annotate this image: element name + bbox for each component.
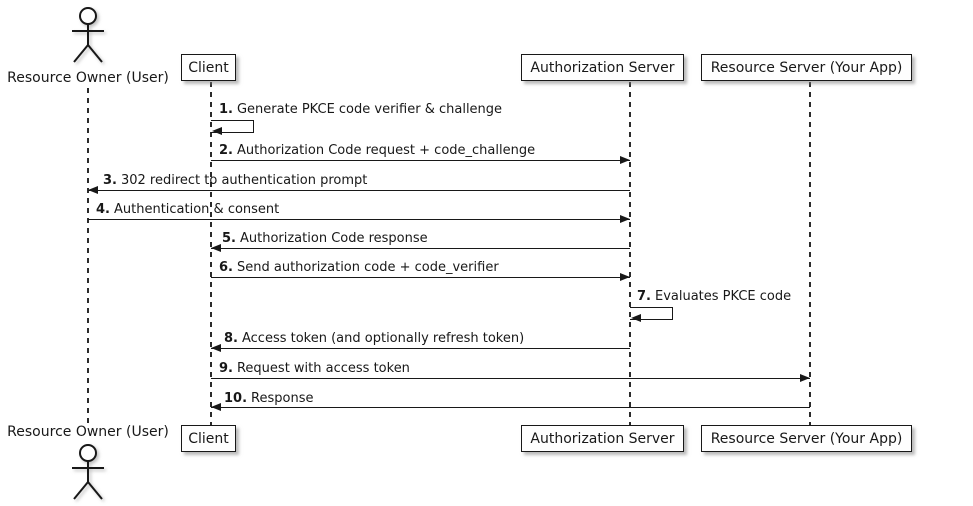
participant-box-client-top: Client	[181, 54, 236, 81]
message-9-label: 9.Request with access token	[219, 361, 410, 376]
actor-icon	[72, 7, 104, 63]
message-10-text: Response	[251, 391, 314, 406]
message-10-arrowhead	[211, 403, 221, 411]
participant-box-resource-server-bottom: Resource Server (Your App)	[701, 425, 912, 452]
message-6-label: 6.Send authorization code + code_verifie…	[219, 260, 499, 275]
message-4-arrowhead	[620, 215, 630, 223]
message-6-line	[211, 277, 630, 278]
participant-label-resource-owner-bottom: Resource Owner (User)	[7, 424, 169, 440]
message-10-label: 10.Response	[224, 391, 313, 406]
message-4-line	[88, 219, 630, 220]
message-8-number: 8.	[224, 331, 238, 346]
message-3-line	[88, 190, 630, 191]
message-9-number: 9.	[219, 361, 233, 376]
message-2-label: 2.Authorization Code request + code_chal…	[219, 143, 535, 158]
message-1-number: 1.	[219, 102, 233, 117]
participant-label-resource-owner-top: Resource Owner (User)	[7, 70, 169, 86]
lifeline-client	[210, 82, 212, 425]
message-3-number: 3.	[103, 173, 117, 188]
message-1-arrowhead	[212, 127, 222, 135]
message-2-arrowhead	[620, 156, 630, 164]
actor-icon	[72, 444, 104, 500]
participant-box-authorization-server-top: Authorization Server	[521, 54, 684, 81]
message-1-text: Generate PKCE code verifier & challenge	[236, 102, 503, 117]
message-7-text: Evaluates PKCE code	[654, 289, 792, 304]
message-4-text: Authentication & consent	[113, 202, 280, 217]
message-6-text: Send authorization code + code_verifier	[236, 260, 499, 275]
message-9-line	[211, 378, 810, 379]
message-10-number: 10.	[224, 391, 248, 406]
message-4-label: 4.Authentication & consent	[96, 202, 279, 217]
message-4-number: 4.	[96, 202, 110, 217]
message-7-arrowhead	[631, 314, 641, 322]
message-5-line	[211, 248, 630, 249]
message-7-self-loop	[630, 307, 673, 320]
participant-box-client-bottom: Client	[181, 425, 236, 452]
message-9-arrowhead	[800, 374, 810, 382]
message-6-arrowhead	[620, 273, 630, 281]
message-2-text: Authorization Code request + code_challe…	[236, 143, 536, 158]
participant-box-authorization-server-bottom: Authorization Server	[521, 425, 684, 452]
message-7-number: 7.	[637, 289, 651, 304]
message-2-line	[211, 160, 630, 161]
participant-box-resource-server-top: Resource Server (Your App)	[701, 54, 912, 81]
message-6-number: 6.	[219, 260, 233, 275]
message-5-arrowhead	[211, 244, 221, 252]
message-8-line	[211, 348, 630, 349]
message-1-label: 1.Generate PKCE code verifier & challeng…	[219, 102, 502, 117]
message-5-text: Authorization Code response	[239, 231, 428, 246]
message-5-number: 5.	[222, 231, 236, 246]
message-8-arrowhead	[211, 344, 221, 352]
message-3-label: 3.302 redirect to authentication prompt	[103, 173, 367, 188]
message-7-label: 7.Evaluates PKCE code	[637, 289, 791, 304]
message-9-text: Request with access token	[236, 361, 410, 376]
message-1-self-loop	[211, 120, 254, 133]
lifeline-resource-server	[809, 82, 811, 425]
message-3-text: 302 redirect to authentication prompt	[120, 173, 368, 188]
message-10-line	[211, 407, 810, 408]
message-8-text: Access token (and optionally refresh tok…	[241, 331, 525, 346]
message-8-label: 8.Access token (and optionally refresh t…	[224, 331, 524, 346]
message-2-number: 2.	[219, 143, 233, 158]
lifeline-resource-owner	[87, 88, 89, 424]
message-5-label: 5.Authorization Code response	[222, 231, 428, 246]
message-3-arrowhead	[88, 186, 98, 194]
lifeline-authorization-server	[629, 82, 631, 425]
